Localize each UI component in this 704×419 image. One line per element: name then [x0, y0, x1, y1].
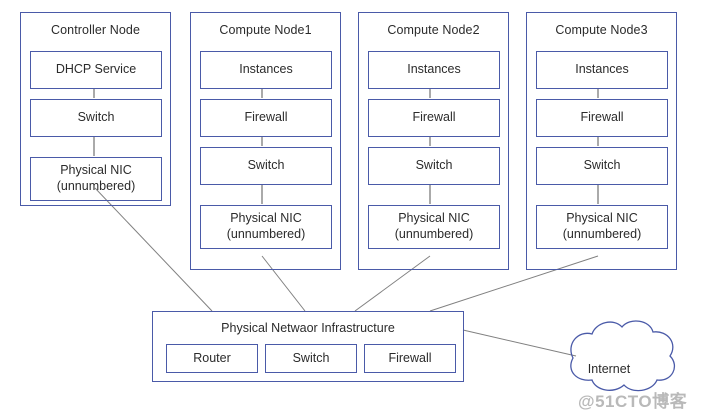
box-label: Physical NIC [230, 211, 302, 226]
watermark: @51CTO博客 [578, 392, 688, 411]
connector-node3-to-infrastructure [429, 255, 599, 312]
box-label: Physical NIC [60, 163, 132, 178]
box-label: Firewall [580, 110, 624, 125]
connector-controller-to-infrastructure [94, 187, 213, 312]
box-sublabel: (unnumbered) [226, 227, 306, 241]
box-instances: Instances [536, 51, 668, 89]
box-label: Switch [77, 110, 115, 125]
box-label: Physical NIC [566, 211, 638, 226]
box-firewall: Firewall [536, 99, 668, 137]
node-group-title: Compute Node2 [387, 23, 480, 37]
connector-infrastructure-to-internet [462, 329, 577, 357]
box-firewall: Firewall [200, 99, 332, 137]
infrastructure-title: Physical Netwaor Infrastructure [221, 321, 395, 335]
box-sublabel: (unnumbered) [562, 227, 642, 241]
box-label: Switch [583, 158, 621, 173]
box-instances: Instances [200, 51, 332, 89]
box-label: Switch [247, 158, 285, 173]
box-label: Firewall [244, 110, 288, 125]
box-physical-nic: Physical NIC (unnumbered) [200, 205, 332, 249]
node-group-title: Compute Node1 [219, 23, 312, 37]
box-label: Instances [239, 62, 293, 77]
box-switch: Switch [536, 147, 668, 185]
internet-cloud-icon [570, 320, 675, 392]
box-label: Switch [415, 158, 453, 173]
box-label: Router [193, 350, 231, 365]
box-physical-nic: Physical NIC (unnumbered) [30, 157, 162, 201]
box-physical-nic: Physical NIC (unnumbered) [368, 205, 500, 249]
box-router: Router [166, 344, 258, 373]
box-label: Instances [575, 62, 629, 77]
box-switch: Switch [368, 147, 500, 185]
connector-node1-to-infrastructure [261, 255, 306, 312]
box-switch: Switch [200, 147, 332, 185]
box-dhcp-service: DHCP Service [30, 51, 162, 89]
box-firewall: Firewall [368, 99, 500, 137]
box-instances: Instances [368, 51, 500, 89]
node-group-compute-node2: Compute Node2 Instances Firewall Switch … [358, 12, 509, 270]
box-switch: Switch [265, 344, 357, 373]
node-group-title: Controller Node [50, 23, 141, 37]
node-group-controller: Controller Node DHCP Service Switch Phys… [20, 12, 171, 206]
box-switch: Switch [30, 99, 162, 137]
box-label: Firewall [388, 350, 432, 365]
internet-cloud: Internet [534, 326, 684, 414]
box-label: DHCP Service [55, 62, 137, 77]
connector-node2-to-infrastructure [354, 255, 431, 312]
node-group-compute-node3: Compute Node3 Instances Firewall Switch … [526, 12, 677, 270]
box-sublabel: (unnumbered) [394, 227, 474, 241]
box-firewall: Firewall [364, 344, 456, 373]
box-label: Instances [407, 62, 461, 77]
box-sublabel: (unnumbered) [56, 179, 136, 193]
box-label: Firewall [412, 110, 456, 125]
physical-network-infrastructure-group: Physical Netwaor Infrastructure Router S… [152, 311, 464, 382]
box-physical-nic: Physical NIC (unnumbered) [536, 205, 668, 249]
node-group-compute-node1: Compute Node1 Instances Firewall Switch … [190, 12, 341, 270]
internet-label: Internet [587, 362, 631, 376]
box-label: Physical NIC [398, 211, 470, 226]
box-label: Switch [292, 350, 330, 365]
node-group-title: Compute Node3 [555, 23, 648, 37]
